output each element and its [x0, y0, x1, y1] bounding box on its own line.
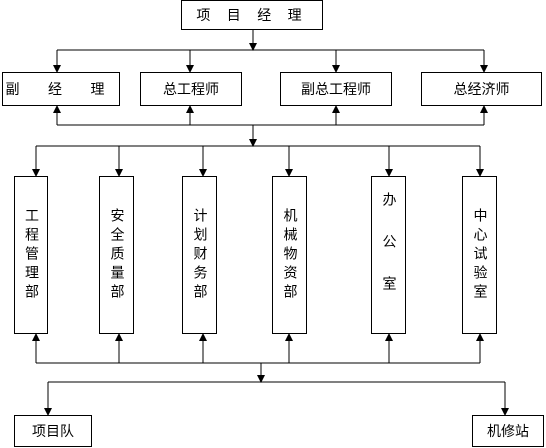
- dept-machinery-materials: 机械物资部: [272, 176, 307, 334]
- project-team-box: 项目队: [14, 415, 92, 447]
- project-manager-box: 项 目 经 理: [181, 0, 323, 30]
- dept-planning-finance: 计划财务部: [182, 176, 217, 334]
- chief-engineer-box: 总工程师: [140, 72, 242, 106]
- dept-safety-quality: 安全质量部: [99, 176, 134, 334]
- vice-manager-box: 副 经 理: [2, 72, 120, 106]
- dept-central-laboratory: 中心试验室: [462, 176, 497, 334]
- dept-office: 办公室: [371, 176, 406, 334]
- chief-economist-box: 总经济师: [421, 72, 542, 106]
- dept-engineering-management: 工程管理部: [14, 176, 48, 334]
- repair-station-box: 机修站: [472, 415, 544, 447]
- deputy-chief-engineer-box: 副总工程师: [280, 72, 392, 106]
